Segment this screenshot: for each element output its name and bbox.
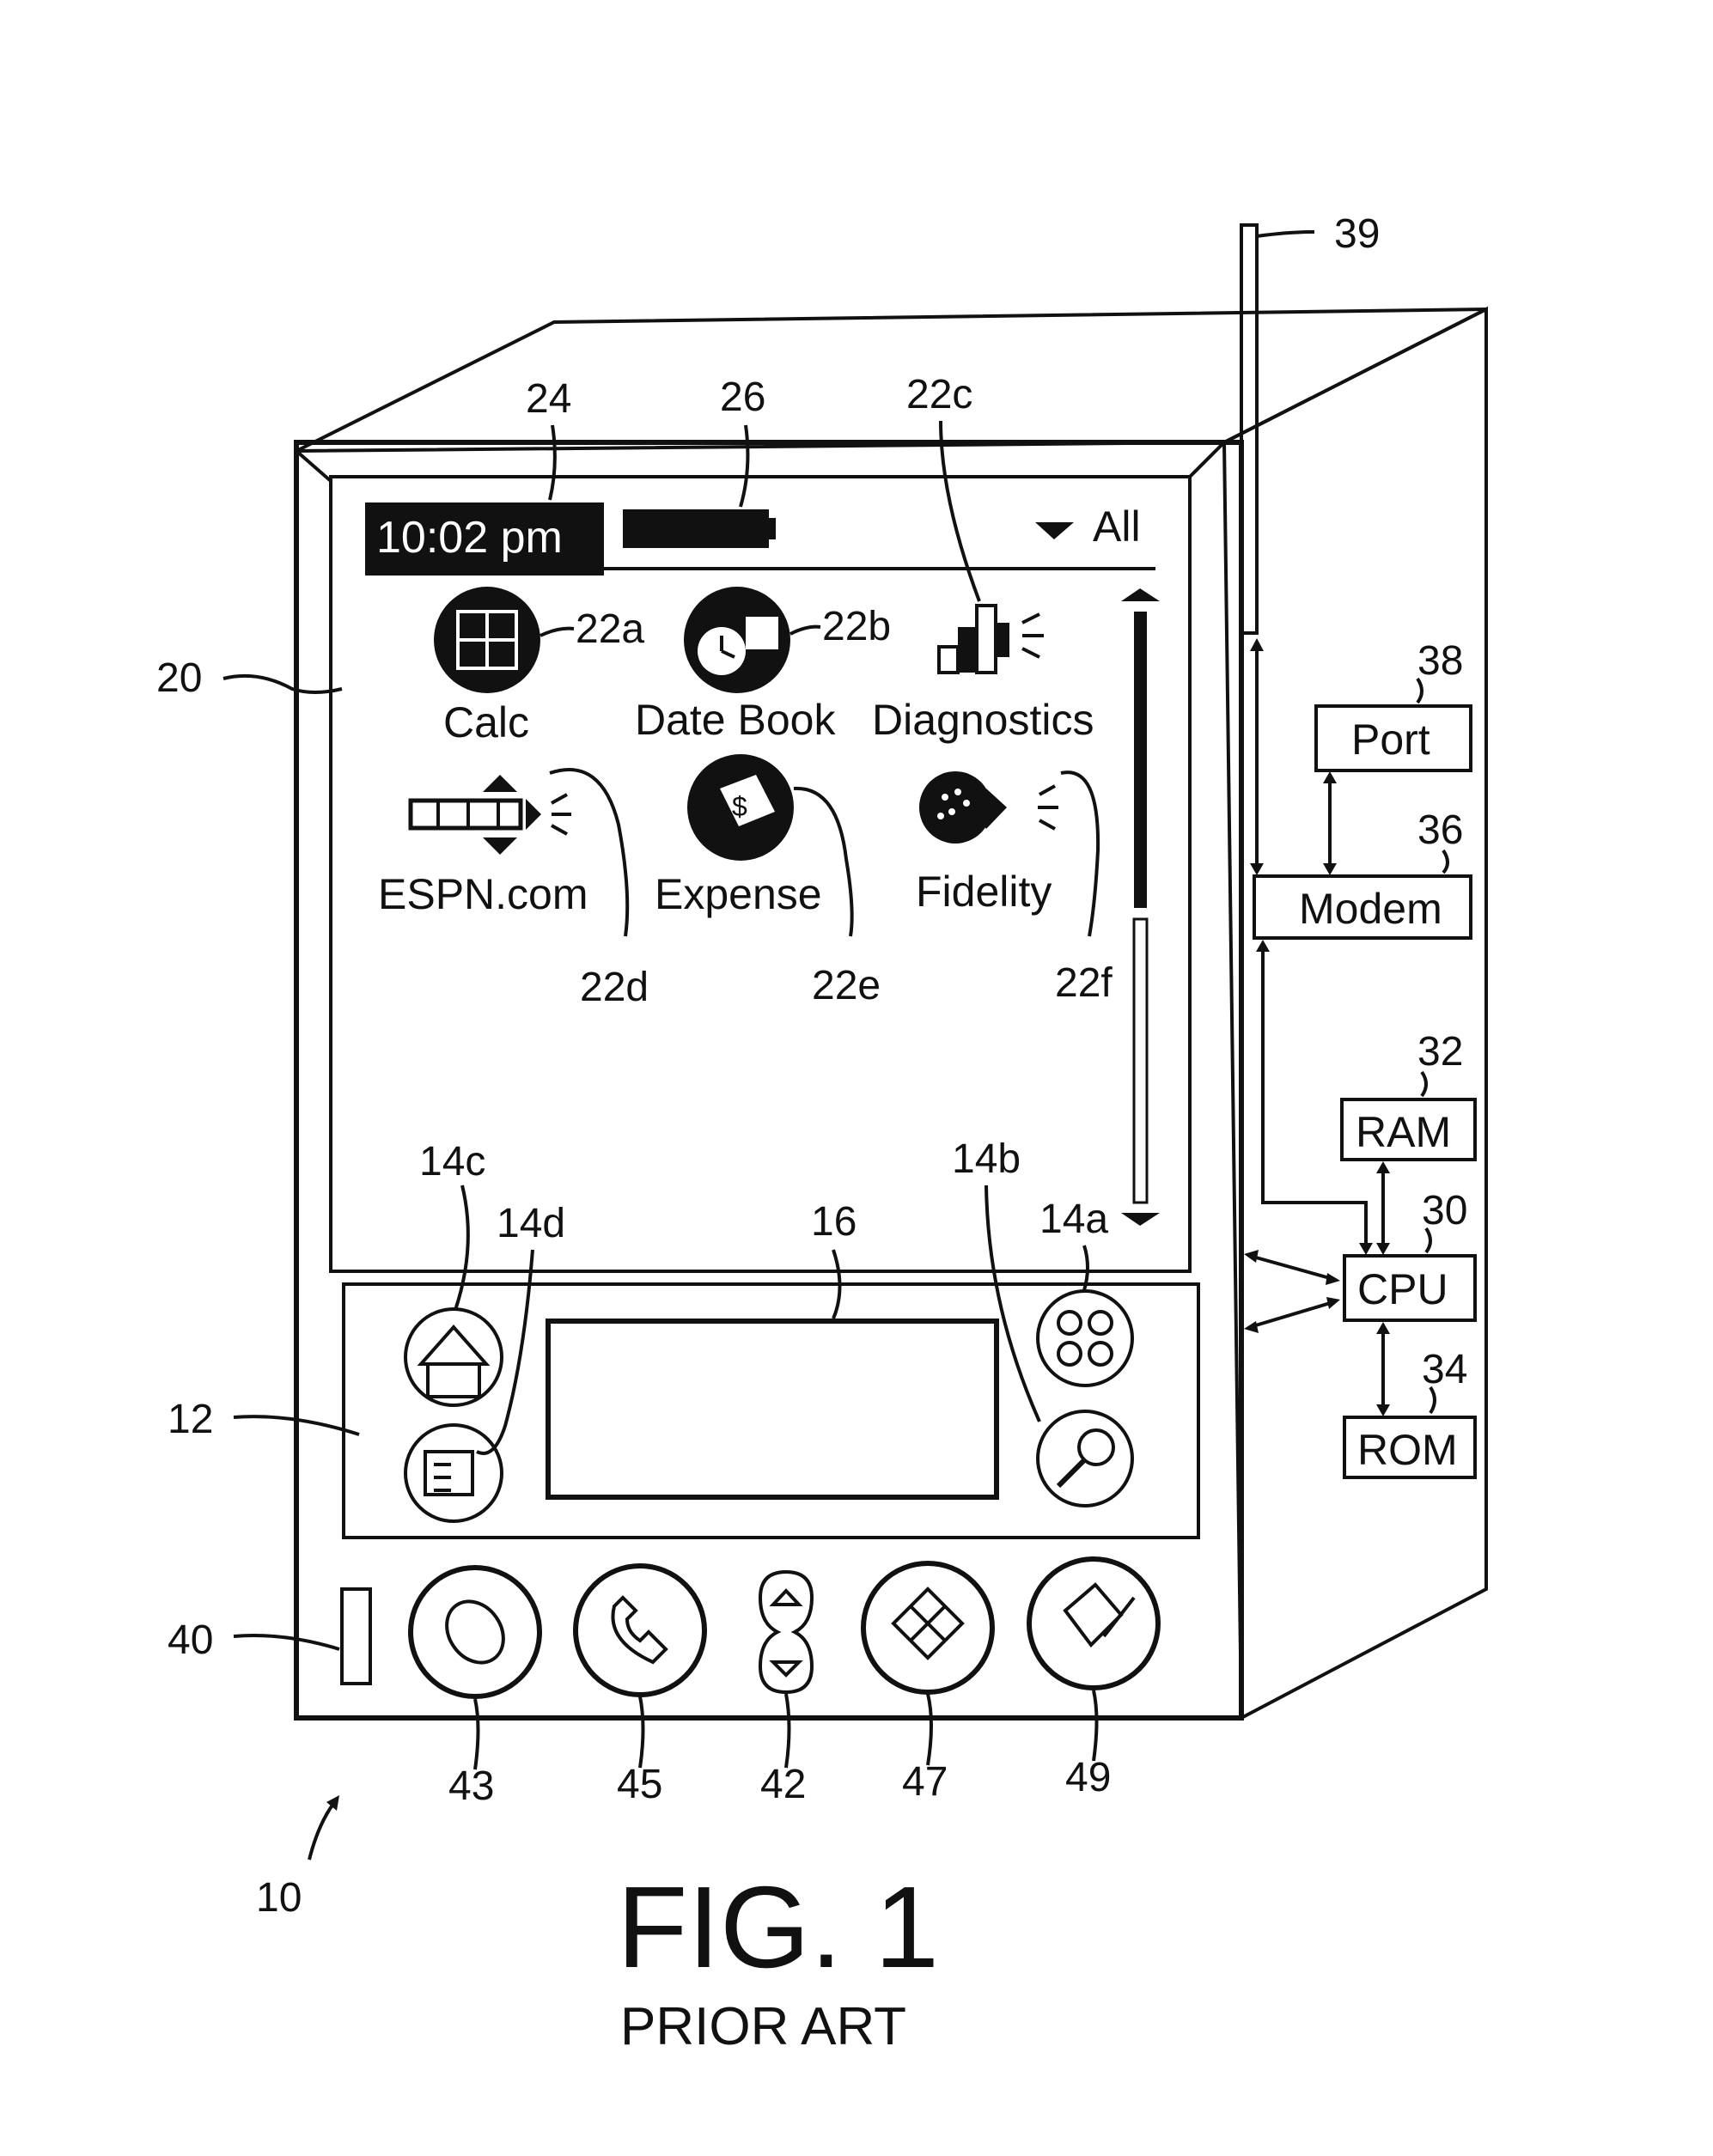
memo-hard-button[interactable] (1029, 1559, 1158, 1688)
bar-chart-icon (939, 606, 1044, 673)
calculator-button[interactable] (1038, 1291, 1132, 1386)
ref-34: 34 (1422, 1347, 1467, 1392)
figure-title: FIG. 1 (617, 1862, 939, 1992)
ref-47: 47 (902, 1759, 948, 1805)
leader-line (941, 421, 979, 601)
app-espn[interactable]: ESPN.com (378, 775, 588, 918)
figure-subtitle: PRIOR ART (620, 1997, 906, 2056)
scrollbar[interactable] (1121, 588, 1160, 1226)
ref-12: 12 (168, 1397, 213, 1442)
app-fidelity[interactable]: Fidelity (916, 771, 1058, 916)
ref-42: 42 (760, 1762, 806, 1807)
scroll-down-icon[interactable] (773, 1662, 799, 1675)
app-date-book[interactable]: Date Book (635, 587, 836, 744)
infrared-port (342, 1589, 370, 1684)
todo-hard-button[interactable] (863, 1563, 992, 1692)
menu-button[interactable] (405, 1425, 502, 1521)
ref-36: 36 (1417, 807, 1463, 853)
phone-hard-button[interactable] (576, 1566, 704, 1695)
ref-26: 26 (720, 375, 765, 420)
ref-22a: 22a (576, 606, 644, 652)
ref-14a: 14a (1039, 1197, 1108, 1242)
scroll-down-arrow-icon[interactable] (1121, 1213, 1160, 1226)
ref-22b: 22b (822, 604, 891, 649)
home-button[interactable] (405, 1309, 502, 1405)
ref-32: 32 (1417, 1029, 1463, 1075)
fidelity-icon (919, 771, 1058, 844)
leader-line (540, 629, 574, 636)
scroll-rocker[interactable] (760, 1572, 812, 1692)
phone-icon (613, 1598, 666, 1662)
ref-40: 40 (168, 1617, 213, 1663)
ref-10: 10 (256, 1875, 302, 1921)
svg-text:$: $ (732, 791, 747, 822)
rom-label: ROM (1357, 1426, 1458, 1474)
ref-45: 45 (617, 1762, 662, 1807)
datebook-hard-button[interactable] (411, 1568, 540, 1696)
silkscreen-area (344, 1284, 1198, 1538)
hardware-buttons (342, 1559, 1158, 1696)
app-label: Fidelity (916, 868, 1052, 916)
category-menu[interactable]: All (1093, 502, 1141, 551)
clock-time: 10:02 pm (376, 513, 563, 563)
scroll-track[interactable] (1134, 919, 1147, 1203)
app-label: Diagnostics (872, 696, 1094, 744)
ref-20: 20 (156, 655, 202, 701)
ref-43: 43 (448, 1763, 494, 1809)
menu-icon (425, 1452, 472, 1495)
calculator-keys-icon (1058, 1312, 1081, 1334)
app-calc[interactable]: Calc (434, 587, 540, 746)
app-diagnostics[interactable]: Diagnostics (872, 606, 1094, 744)
ref-14b: 14b (952, 1136, 1021, 1182)
port-label: Port (1351, 716, 1430, 764)
ref-39: 39 (1334, 211, 1380, 257)
scroll-up-arrow-icon[interactable] (1121, 588, 1160, 601)
app-label: ESPN.com (378, 870, 588, 918)
ref-22e: 22e (812, 963, 881, 1008)
app-label: Calc (443, 698, 529, 746)
find-button[interactable] (1038, 1411, 1132, 1506)
ref-22c: 22c (906, 372, 972, 417)
ref-49: 49 (1065, 1755, 1111, 1800)
leader-line (1061, 772, 1098, 936)
espn-logo-icon (411, 775, 571, 855)
app-label: Date Book (635, 696, 836, 744)
chevron-down-icon[interactable] (1035, 522, 1074, 539)
ref-14c: 14c (419, 1139, 485, 1185)
ref-24: 24 (526, 376, 571, 422)
ref-14d: 14d (497, 1201, 565, 1246)
home-icon (421, 1327, 486, 1364)
leader-line (790, 627, 820, 634)
battery-indicator (623, 509, 769, 548)
memo-pad-icon (1065, 1585, 1121, 1645)
app-label: Expense (655, 870, 822, 918)
ram-label: RAM (1356, 1108, 1451, 1156)
magnifier-icon (1079, 1430, 1113, 1465)
ref-22d: 22d (580, 965, 649, 1010)
ref-16: 16 (811, 1199, 856, 1245)
scroll-up-icon[interactable] (773, 1591, 799, 1605)
note-icon (436, 1591, 515, 1674)
ref-30: 30 (1422, 1188, 1467, 1233)
handwriting-input-area[interactable] (548, 1321, 997, 1497)
ref-38: 38 (1417, 638, 1463, 684)
scroll-thumb[interactable] (1134, 612, 1147, 908)
app-expense[interactable]: $ Expense (655, 754, 822, 918)
cpu-label: CPU (1357, 1265, 1448, 1313)
modem-label: Modem (1299, 885, 1442, 933)
ref-22f: 22f (1055, 960, 1113, 1006)
